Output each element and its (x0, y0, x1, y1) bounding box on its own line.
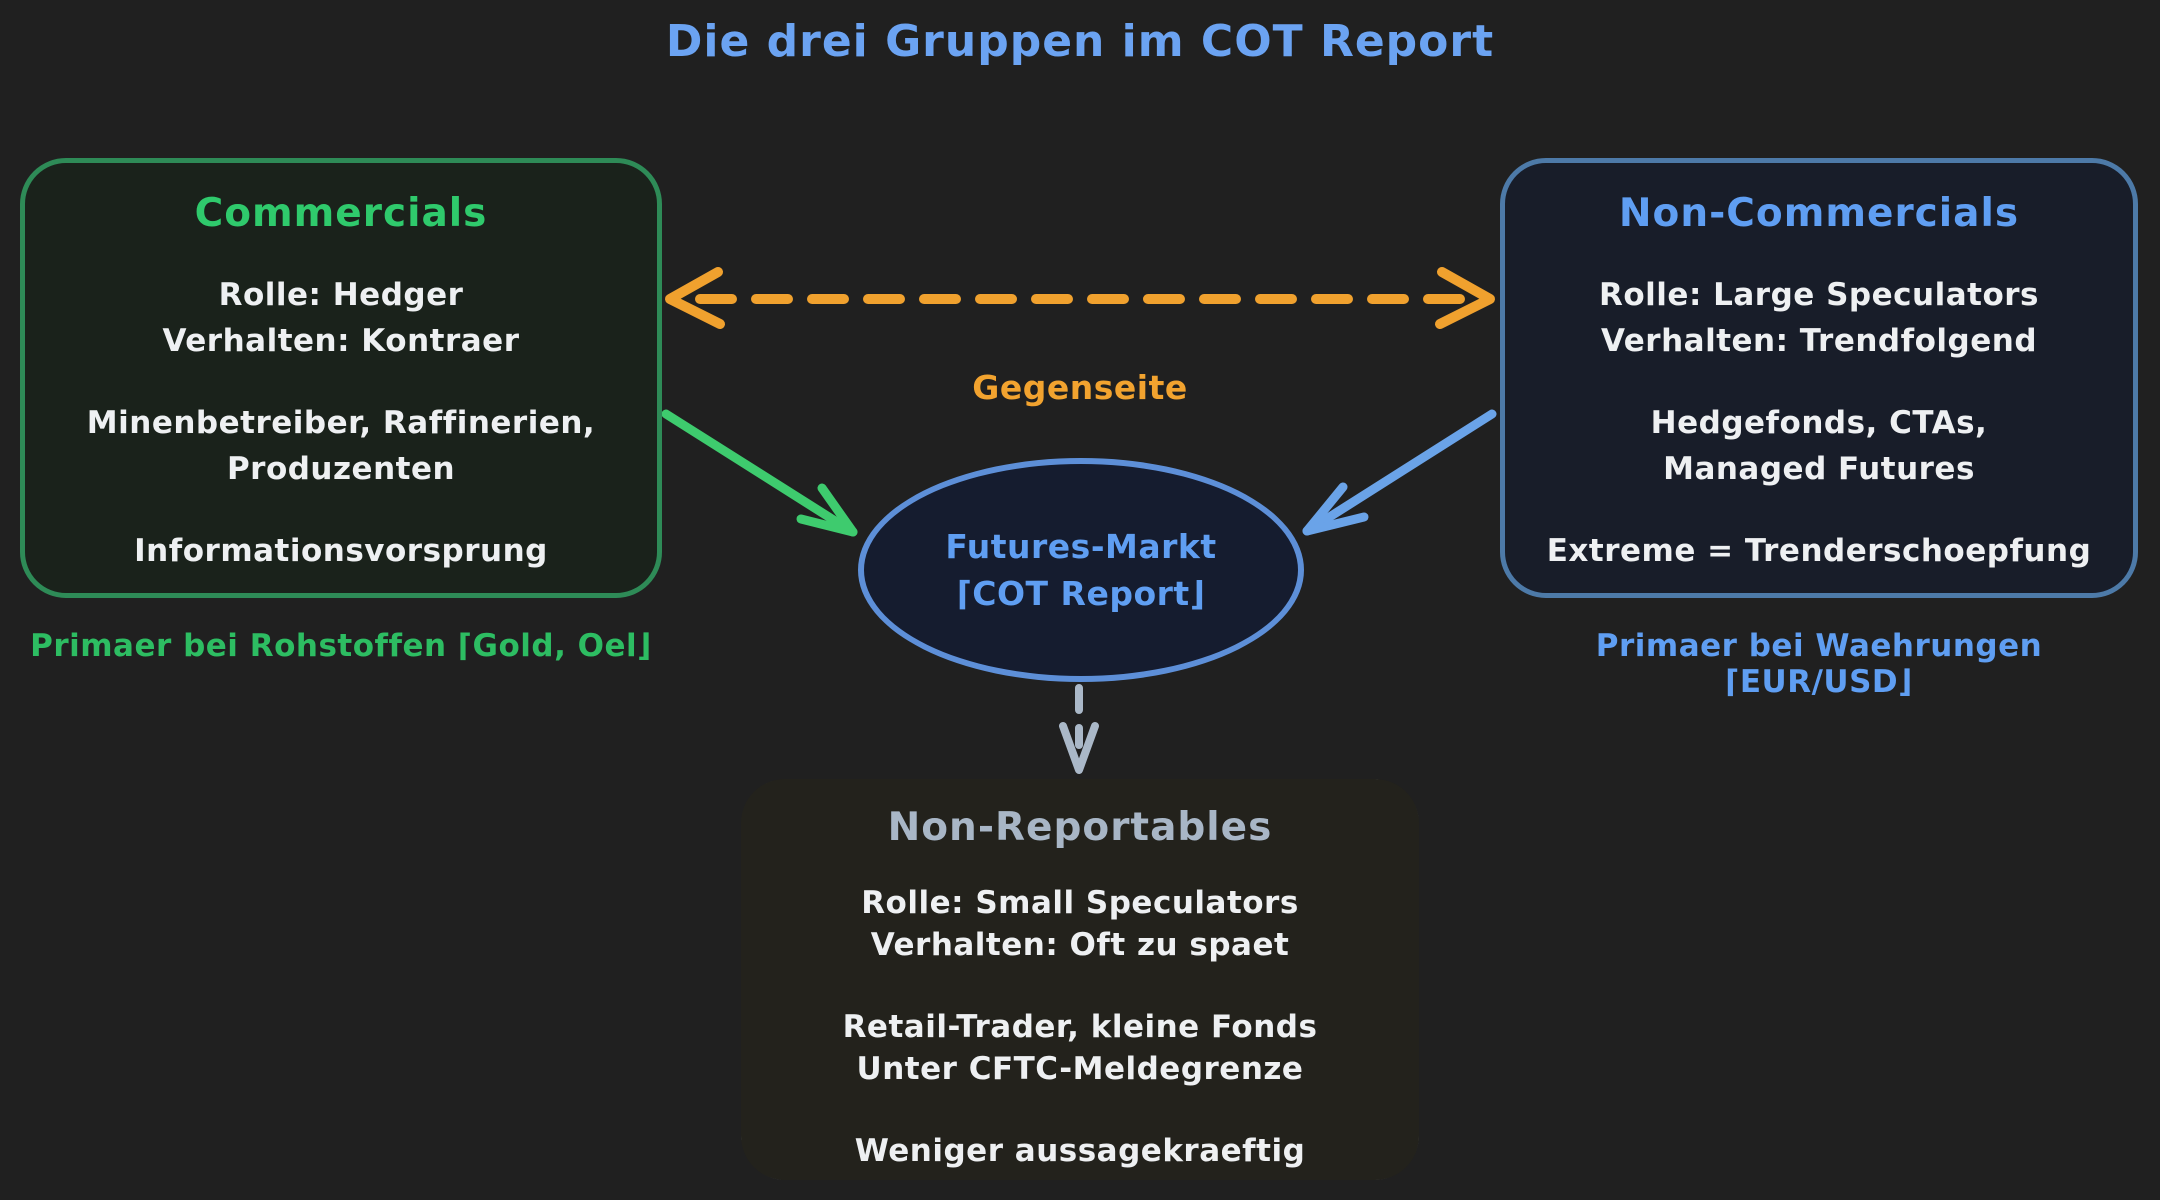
noncommercials-role: Rolle: Large Speculators (1599, 277, 2039, 313)
market-to-nonreportables-arrow-icon (1059, 684, 1099, 774)
nonreportables-box: Non-Reportables Rolle: Small Speculators… (741, 779, 1419, 1180)
commercials-body: Rolle: Hedger Verhalten: Kontraer Minenb… (25, 272, 657, 574)
noncommercials-title: Non-Commercials (1618, 191, 2020, 236)
nonreportables-behavior: Verhalten: Oft zu spaet (870, 927, 1290, 963)
noncommercials-behavior: Verhalten: Trendfolgend (1600, 323, 2038, 359)
nonreportables-body: Rolle: Small Speculators Verhalten: Oft … (741, 882, 1419, 1172)
noncommercials-examples-1: Hedgefonds, CTAs, (1650, 405, 1988, 441)
nonreportables-role: Rolle: Small Speculators (861, 885, 1299, 921)
noncommercials-examples-2: Managed Futures (1663, 451, 1975, 487)
nonreportables-examples-1: Retail-Trader, kleine Fonds (842, 1009, 1318, 1045)
nonreportables-title: Non-Reportables (887, 805, 1273, 850)
commercials-note: Informationsvorsprung (134, 533, 548, 569)
futures-market-ellipse: Futures-Markt ⌈COT Report⌋ (858, 458, 1304, 682)
commercials-box: Commercials Rolle: Hedger Verhalten: Kon… (20, 158, 662, 598)
market-line-2: ⌈COT Report⌋ (956, 574, 1206, 613)
commercials-behavior: Verhalten: Kontraer (162, 323, 520, 359)
commercials-to-market-arrow-icon (661, 409, 858, 537)
commercials-caption: Primaer bei Rohstoffen ⌈Gold, Oel⌋ (30, 628, 652, 664)
noncommercials-body: Rolle: Large Speculators Verhalten: Tren… (1505, 272, 2133, 574)
page-title: Die drei Gruppen im COT Report (665, 16, 1495, 67)
nonreportables-note: Weniger aussagekraeftig (854, 1133, 1306, 1169)
noncommercials-to-market-arrow-icon (1302, 409, 1497, 536)
noncommercials-box: Non-Commercials Rolle: Large Speculators… (1500, 158, 2138, 598)
commercials-role: Rolle: Hedger (218, 277, 464, 313)
commercials-examples-2: Produzenten (226, 451, 456, 487)
noncommercials-caption: Primaer bei Waehrungen ⌈EUR/USD⌋ (1595, 628, 2043, 700)
market-line-1: Futures-Markt (945, 527, 1217, 566)
commercials-title: Commercials (194, 191, 488, 236)
commercials-examples-1: Minenbetreiber, Raffinerien, (86, 405, 596, 441)
opposite-sides-arrow-icon (665, 267, 1495, 329)
gegenseite-label: Gegenseite (972, 368, 1188, 407)
nonreportables-examples-2: Unter CFTC-Meldegrenze (856, 1051, 1304, 1087)
noncommercials-note: Extreme = Trenderschoepfung (1546, 533, 2092, 569)
